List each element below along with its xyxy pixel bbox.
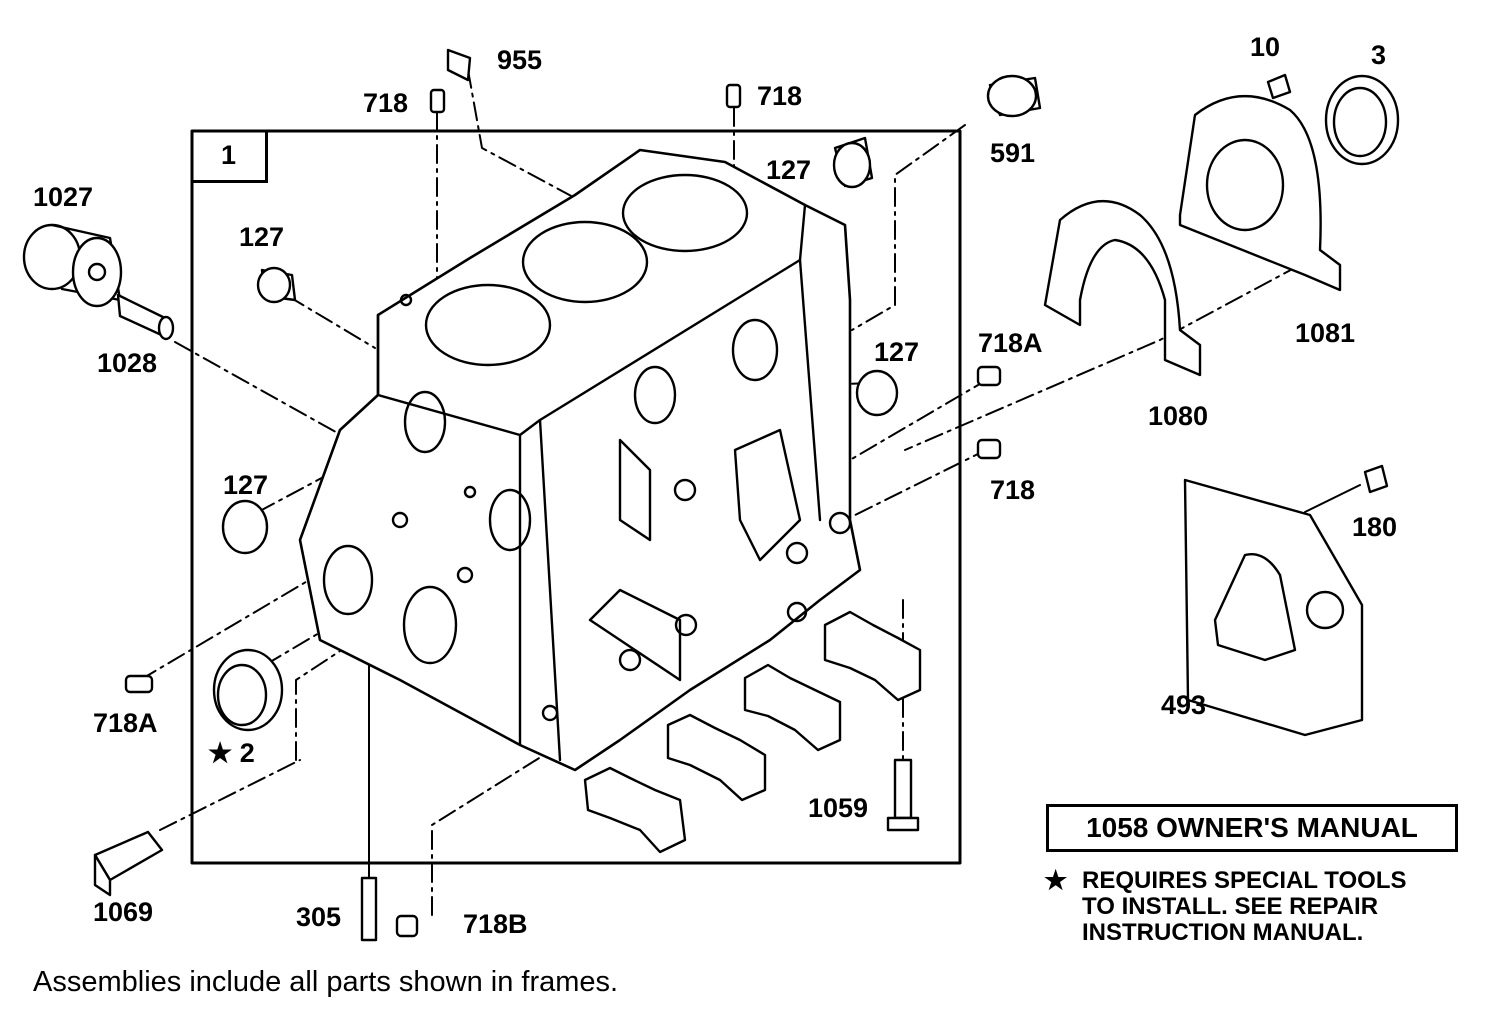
callout-955: 955 (497, 45, 543, 75)
footer-note: Assemblies include all parts shown in fr… (33, 966, 619, 998)
oil-filter (22, 223, 123, 308)
callout-718: 718 (990, 475, 1036, 505)
back-plate (1183, 478, 1364, 737)
callout-3: 3 (1371, 40, 1387, 70)
callout-1080: 1080 (1148, 401, 1209, 431)
engine-block (298, 148, 862, 772)
star-icon: ★ (1044, 865, 1068, 895)
callout-1059: 1059 (808, 793, 869, 823)
note-line: TO INSTALL. SEE REPAIR (1082, 892, 1379, 920)
callout-2: ★ 2 (208, 738, 255, 768)
callout-1028: 1028 (97, 348, 158, 378)
callout-127: 127 (766, 155, 812, 185)
callout-718b: 718B (463, 909, 528, 939)
callout-305: 305 (296, 902, 342, 932)
callout-718: 718 (363, 88, 409, 118)
bearing-caps (583, 610, 922, 854)
filter-nipple (116, 293, 175, 341)
assembly-frame (190, 129, 962, 865)
callout-10: 10 (1250, 32, 1281, 62)
callout-127: 127 (239, 222, 285, 252)
hex-plug (93, 830, 164, 897)
callout-1081: 1081 (1295, 318, 1356, 348)
cap-bolt (886, 758, 920, 832)
expansion-plugs (212, 74, 1042, 732)
callout-1027: 1027 (33, 182, 94, 212)
owners-manual-box: 1058 OWNER'S MANUAL (1046, 804, 1458, 852)
callout-591: 591 (990, 138, 1036, 168)
seal-housing (1178, 94, 1342, 292)
note-line: REQUIRES SPECIAL TOOLS (1082, 867, 1407, 894)
callout-493: 493 (1161, 690, 1207, 720)
callout-1069: 1069 (93, 897, 154, 927)
callout-718a: 718A (978, 328, 1043, 358)
note-line: INSTRUCTION MANUAL. (1082, 918, 1364, 946)
frame-number: 1 (192, 131, 268, 183)
callout-127: 127 (874, 337, 920, 367)
seal-retainer (1043, 200, 1202, 377)
dowels (124, 48, 1389, 942)
owners-manual-label: 1058 OWNER'S MANUAL (1086, 812, 1418, 843)
callout-180: 180 (1352, 512, 1398, 542)
oil-seal (1324, 74, 1400, 166)
callout-718a: 718A (93, 708, 158, 738)
callout-127: 127 (223, 470, 269, 500)
callout-718: 718 (757, 81, 803, 111)
